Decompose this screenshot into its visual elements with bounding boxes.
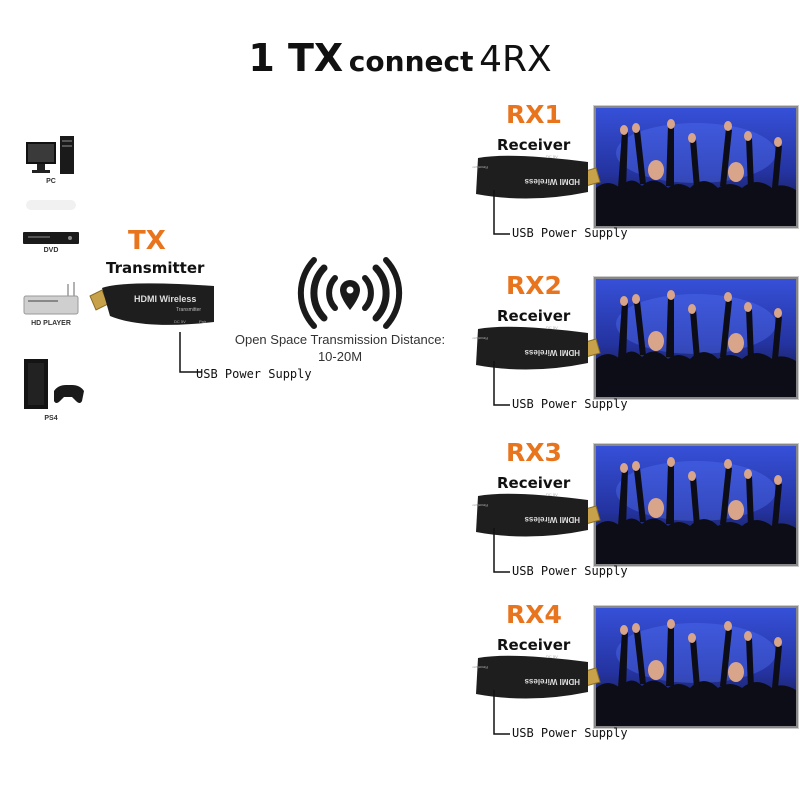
source-dvd: DVD xyxy=(16,225,86,265)
source-pc: PC xyxy=(16,130,86,190)
rx-port-dc: DC 5V xyxy=(546,325,558,330)
rx-device-text: HDMI Wireless xyxy=(524,177,580,186)
tx-device-text: HDMI Wireless xyxy=(134,294,196,304)
rx-power-cable xyxy=(493,528,510,573)
concert-image xyxy=(596,446,796,564)
rx-port-dc: DC 5V xyxy=(546,492,558,497)
transmission-distance: Open Space Transmission Distance: 10-20M xyxy=(214,332,466,364)
rx-device-subtext: Receiver xyxy=(472,503,488,508)
dvd-player-icon xyxy=(23,232,79,244)
rx-power-cable xyxy=(493,690,510,735)
rx-code: RX2 xyxy=(506,271,562,300)
rx-power-label: USB Power Supply xyxy=(512,397,628,411)
wireless-signal-icon xyxy=(297,257,403,329)
diagram-title: 1 TX connect 4RX xyxy=(0,36,800,80)
tx-power-cable xyxy=(179,332,202,373)
rx-power-label: USB Power Supply xyxy=(512,226,628,240)
rx-device-subtext: Receiver xyxy=(472,665,488,670)
rx-power-cable xyxy=(493,361,510,406)
distance-line1: Open Space Transmission Distance: xyxy=(234,332,446,347)
rx-power-label: USB Power Supply xyxy=(512,564,628,578)
title-part-connect: connect xyxy=(348,45,474,78)
receiver-device: Receiver HDMI Wireless DC 5V xyxy=(472,654,601,699)
rx-port-dc: DC 5V xyxy=(546,154,558,159)
source-ps4: PS4 xyxy=(16,355,86,430)
title-part-tx: 1 TX xyxy=(248,36,344,80)
rx-code: RX4 xyxy=(506,600,562,629)
rx-name: Receiver xyxy=(497,307,571,325)
source-label-pc: PC xyxy=(46,178,56,185)
rx-name: Receiver xyxy=(497,136,571,154)
rx-power-cable xyxy=(493,190,510,235)
hd-player-icon xyxy=(23,282,79,315)
rx-device-text: HDMI Wireless xyxy=(524,677,580,686)
tv-screen xyxy=(594,106,798,228)
receiver-device: Receiver HDMI Wireless DC 5V xyxy=(472,325,601,370)
distance-line2: 10-20M xyxy=(317,349,363,364)
transmitter-device: HDMI Wireless Transmitter DC 5V Pair xyxy=(89,283,214,325)
tv-screen xyxy=(594,277,798,399)
source-label-dvd: DVD xyxy=(43,247,59,254)
tx-port-pair: Pair xyxy=(199,319,207,324)
rx-device-text: HDMI Wireless xyxy=(524,515,580,524)
ps4-console-icon xyxy=(24,359,84,409)
pc-icon xyxy=(26,136,74,174)
concert-image xyxy=(596,279,796,397)
source-hd-player: HD PLAYER xyxy=(16,280,86,335)
concert-image xyxy=(596,108,796,226)
tx-code: TX xyxy=(128,226,166,256)
rx-port-dc: DC 5V xyxy=(546,654,558,659)
rx-name: Receiver xyxy=(497,636,571,654)
tx-device-subtext: Transmitter xyxy=(176,307,201,313)
rx-power-label: USB Power Supply xyxy=(512,726,628,740)
receiver-device: Receiver HDMI Wireless DC 5V xyxy=(472,492,601,537)
rx-device-subtext: Receiver xyxy=(472,165,488,170)
rx-name: Receiver xyxy=(497,474,571,492)
tx-name: Transmitter xyxy=(106,259,205,277)
rx-code: RX3 xyxy=(506,438,562,467)
receiver-device: Receiver HDMI Wireless DC 5V xyxy=(472,154,601,199)
rx-code: RX1 xyxy=(506,100,562,129)
separator-shadow xyxy=(26,200,76,210)
rx-device-subtext: Receiver xyxy=(472,336,488,341)
concert-image xyxy=(596,608,796,726)
source-devices: PC DVD HD PLAYER PS4 xyxy=(16,130,86,430)
rx-device-text: HDMI Wireless xyxy=(524,348,580,357)
tx-power-label: USB Power Supply xyxy=(196,367,312,381)
source-label-hd-player: HD PLAYER xyxy=(31,320,71,327)
tv-screen xyxy=(594,606,798,728)
source-label-ps4: PS4 xyxy=(44,415,58,422)
tv-screen xyxy=(594,444,798,566)
tx-port-dc: DC 5V xyxy=(174,319,186,324)
title-part-rx: 4RX xyxy=(479,39,552,80)
